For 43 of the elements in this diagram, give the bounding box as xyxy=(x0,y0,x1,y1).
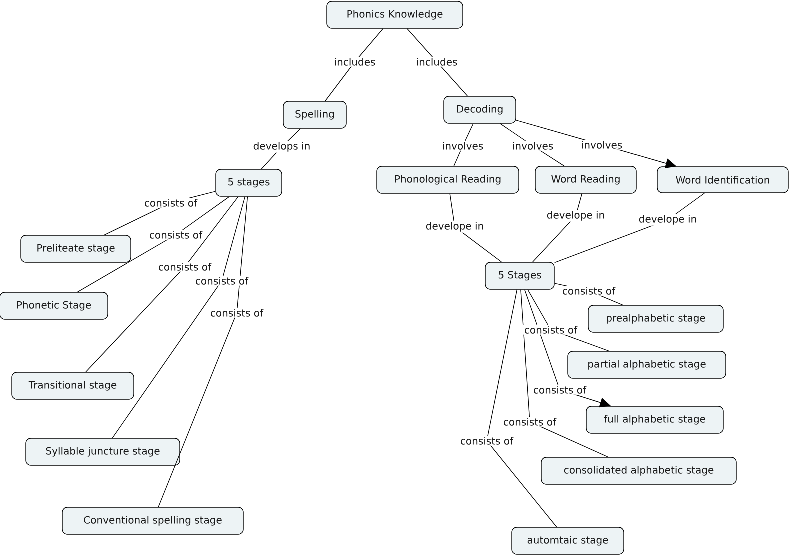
edge-label: consists of xyxy=(143,198,199,208)
edge-label: involves xyxy=(441,141,485,151)
edge-label: consists of xyxy=(459,436,515,446)
edge-label: consists of xyxy=(532,385,588,395)
connector-line xyxy=(112,196,246,438)
concept-box: consolidated alphabetic stage xyxy=(541,457,737,485)
concept-box: Phonics Knowledge xyxy=(326,1,464,29)
edge-label: consists of xyxy=(502,417,558,427)
concept-box: Word Identification xyxy=(657,166,789,194)
edge-label: consists of xyxy=(523,325,579,335)
concept-box: partial alphabetic stage xyxy=(568,351,726,379)
concept-box: Transitional stage xyxy=(12,372,134,400)
concept-box: Syllable juncture stage xyxy=(26,438,180,466)
connector-line xyxy=(77,196,230,292)
concept-box: 5 Stages xyxy=(485,262,555,290)
edge-label: develope in xyxy=(638,214,698,226)
edge-label: consists of xyxy=(209,308,265,318)
concept-box: prealphabetic stage xyxy=(588,305,724,333)
concept-box: Phonetic Stage xyxy=(0,292,108,320)
connector-line xyxy=(520,290,609,458)
concept-box: Conventional spelling stage xyxy=(62,507,244,535)
edge-label: develops in xyxy=(252,141,312,153)
concept-box: Decoding xyxy=(444,96,516,124)
concept-box: full alphabetic stage xyxy=(586,406,724,434)
connector-line xyxy=(486,290,558,528)
edge-label: consists of xyxy=(157,262,213,272)
concept-box: automtaic stage xyxy=(512,527,624,555)
concept-box: Preliteate stage xyxy=(20,235,132,263)
edge-label: develope in xyxy=(546,210,606,222)
connector-line xyxy=(86,196,239,372)
concept-box: Word Reading xyxy=(535,166,637,194)
edge-label: involves xyxy=(580,140,624,150)
edge-label: includes xyxy=(333,57,377,67)
edge-label: consists of xyxy=(194,276,250,286)
edge-label: involves xyxy=(511,141,555,151)
concept-box: 5 stages xyxy=(216,169,282,197)
concept-box: Phonological Reading xyxy=(376,166,520,194)
edge-label: consists of xyxy=(561,286,617,296)
connector-line xyxy=(158,196,248,508)
edge-label: consists of xyxy=(148,230,204,240)
edge-label: develope in xyxy=(424,221,486,233)
concept-box: Spelling xyxy=(283,101,347,129)
edge-label: includes xyxy=(415,57,459,67)
